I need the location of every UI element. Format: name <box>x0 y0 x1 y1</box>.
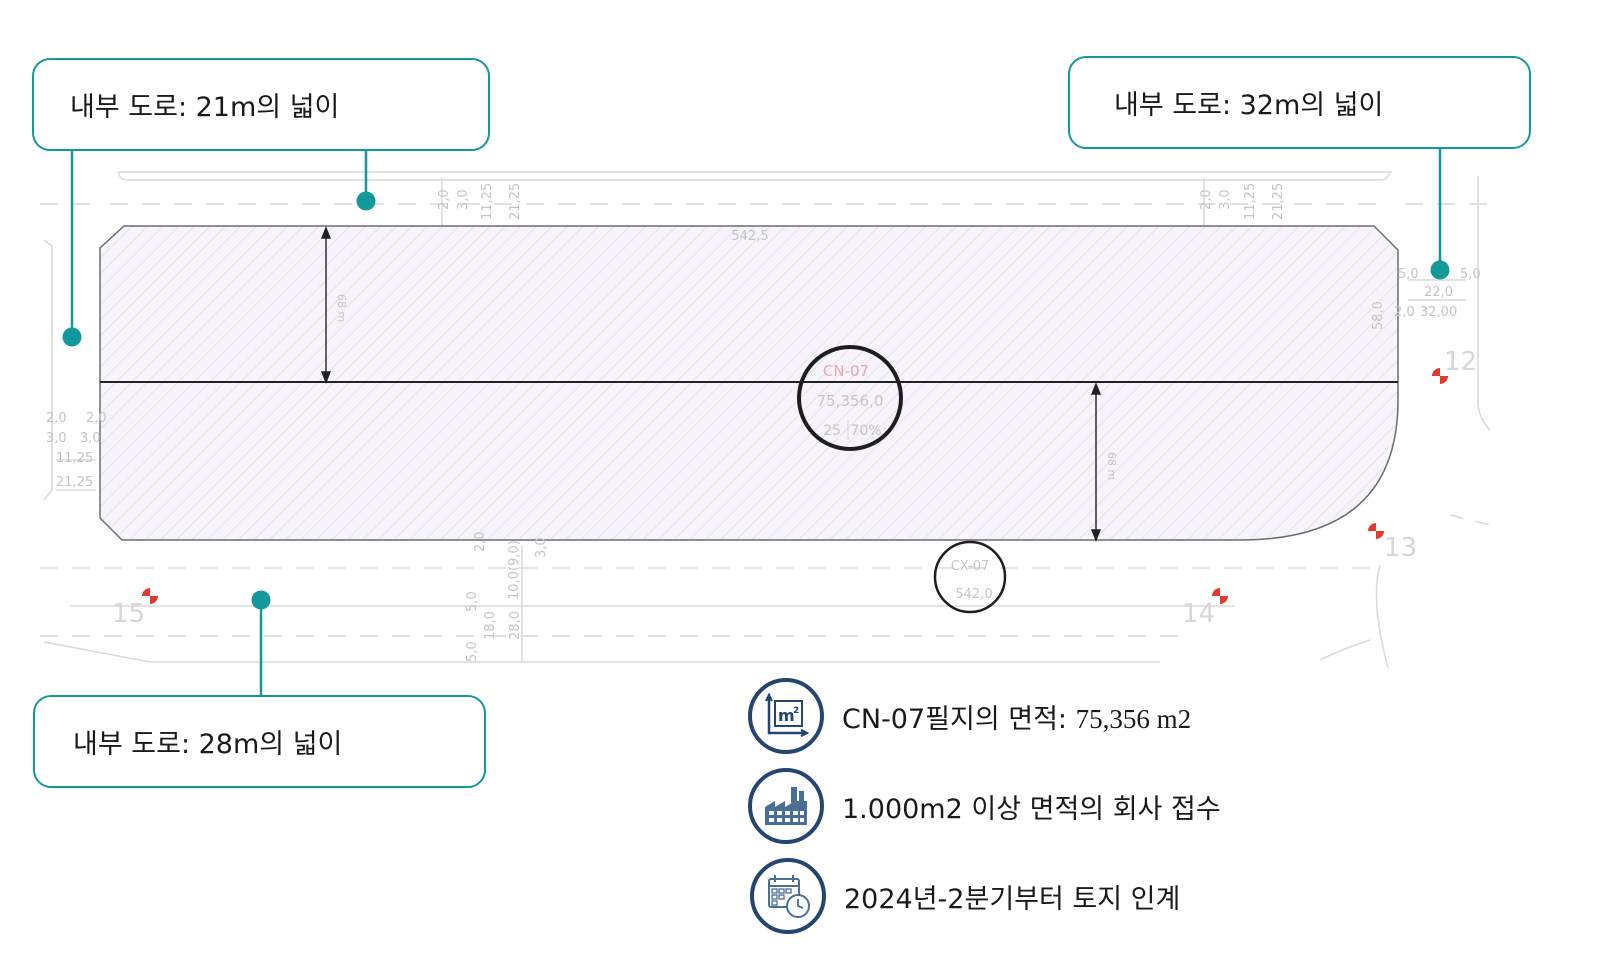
leader-dot-right <box>1430 260 1450 280</box>
m2-area-icon: m 2 <box>748 678 824 754</box>
green-code-label: CX-07 <box>951 559 990 574</box>
lot-ratio-left-label: 25 <box>823 423 841 439</box>
info-row-area: m 2 CN-07필지의 면적: 75,356 m2 <box>748 678 1191 754</box>
top-length-label: 542,5 <box>731 229 768 244</box>
svg-text:2,0: 2,0 <box>473 531 488 552</box>
info-area-text: CN-07필지의 면적: 75,356 m2 <box>842 697 1191 736</box>
callout-road-21m-text: 내부 도로: 21m의 넓이 <box>70 92 340 123</box>
callout-road-21m: 내부 도로: 21m의 넓이 <box>32 58 490 151</box>
info-area-prefix: CN-07필지의 면적: <box>842 703 1076 735</box>
info-area-value: 75,356 m2 <box>1075 703 1192 734</box>
svg-text:2,0: 2,0 <box>86 411 107 426</box>
survey-markers <box>142 368 1448 604</box>
svg-text:21,25: 21,25 <box>508 183 523 220</box>
callout-road-28m: 내부 도로: 28m의 넓이 <box>33 695 486 788</box>
callout-road-32m: 내부 도로: 32m의 넓이 <box>1068 56 1531 149</box>
svg-text:5,0: 5,0 <box>465 591 480 612</box>
svg-text:28,0: 28,0 <box>508 611 523 640</box>
svg-text:m: m <box>778 706 795 725</box>
node-15-label: 15 <box>112 599 145 629</box>
dim-labels-left: 2,0 2,0 3,0 3,0 11,25 21,25 <box>46 411 107 490</box>
leader-dot-bottom <box>251 590 271 610</box>
calendar-clock-icon <box>750 858 826 934</box>
factory-icon <box>748 768 824 844</box>
info-row-handover: 2024년-2분기부터 토지 인계 <box>750 858 1180 934</box>
svg-text:21,25: 21,25 <box>1271 183 1286 220</box>
depth-arrow-top <box>320 226 332 384</box>
svg-text:3,0: 3,0 <box>80 431 101 446</box>
svg-text:3,0: 3,0 <box>534 537 549 558</box>
lot-label-circle <box>797 345 903 451</box>
depth-top-label: 68 m <box>335 294 348 322</box>
svg-text:11,25: 11,25 <box>480 183 495 220</box>
svg-text:2: 2 <box>793 706 799 716</box>
svg-text:11,25: 11,25 <box>1243 183 1258 220</box>
svg-text:18,0: 18,0 <box>483 611 498 640</box>
svg-text:3,0: 3,0 <box>1218 189 1233 210</box>
svg-text:2,0: 2,0 <box>1199 189 1214 210</box>
dim-labels-top-left: 2,0 3,0 11,25 21,25 <box>437 183 523 220</box>
callout-leaders <box>62 148 1450 696</box>
svg-text:58,0: 58,0 <box>1371 301 1386 330</box>
leader-dot-left <box>62 327 82 347</box>
info-row-companies: 1.000m2 이상 면적의 회사 접수 <box>748 768 1221 844</box>
svg-text:22,0: 22,0 <box>1424 285 1453 300</box>
depth-bottom-label: 68 m <box>1105 452 1118 480</box>
callout-road-28m-text: 내부 도로: 28m의 넓이 <box>73 729 343 760</box>
callout-road-32m-text: 내부 도로: 32m의 넓이 <box>1114 90 1384 121</box>
svg-text:2,0: 2,0 <box>437 189 452 210</box>
lot-area-label: 75,356,0 <box>817 392 884 410</box>
green-area-label: 542,0 <box>955 587 992 602</box>
depth-arrow-bottom <box>1090 382 1102 542</box>
svg-text:5,0: 5,0 <box>1398 267 1419 282</box>
svg-text:21,25: 21,25 <box>56 475 93 490</box>
info-handover-text: 2024년-2분기부터 토지 인계 <box>844 883 1181 915</box>
node-12-label: 12 <box>1444 347 1477 377</box>
lot-code-label: CN-07 <box>823 362 869 380</box>
dim-labels-top-right: 2,0 3,0 11,25 21,25 <box>1199 183 1286 220</box>
leader-dot-top <box>356 191 376 211</box>
info-companies-text: 1.000m2 이상 면적의 회사 접수 <box>842 793 1221 825</box>
svg-text:5,0: 5,0 <box>465 641 480 662</box>
node-14-label: 14 <box>1182 599 1215 629</box>
svg-text:32,00: 32,00 <box>1420 305 1457 320</box>
node-13-label: 13 <box>1384 533 1417 563</box>
svg-text:2,0: 2,0 <box>46 411 67 426</box>
svg-text:3,0: 3,0 <box>46 431 67 446</box>
svg-text:11,25: 11,25 <box>56 451 93 466</box>
dim-labels-right: 5,0 5,0 22,0 2,0 32,00 58,0 <box>1371 267 1481 330</box>
dim-labels-bottom: 2,0 3,0 10,0(9,0) 5,0 18,0 28,0 5,0 <box>465 531 549 662</box>
svg-text:10,0(9,0): 10,0(9,0) <box>507 540 522 600</box>
svg-text:5,0: 5,0 <box>1460 267 1481 282</box>
svg-text:3,0: 3,0 <box>456 189 471 210</box>
green-label-circle <box>933 540 1007 614</box>
lot-ratio-right-label: 70% <box>850 423 881 439</box>
svg-text:2,0: 2,0 <box>1394 305 1415 320</box>
